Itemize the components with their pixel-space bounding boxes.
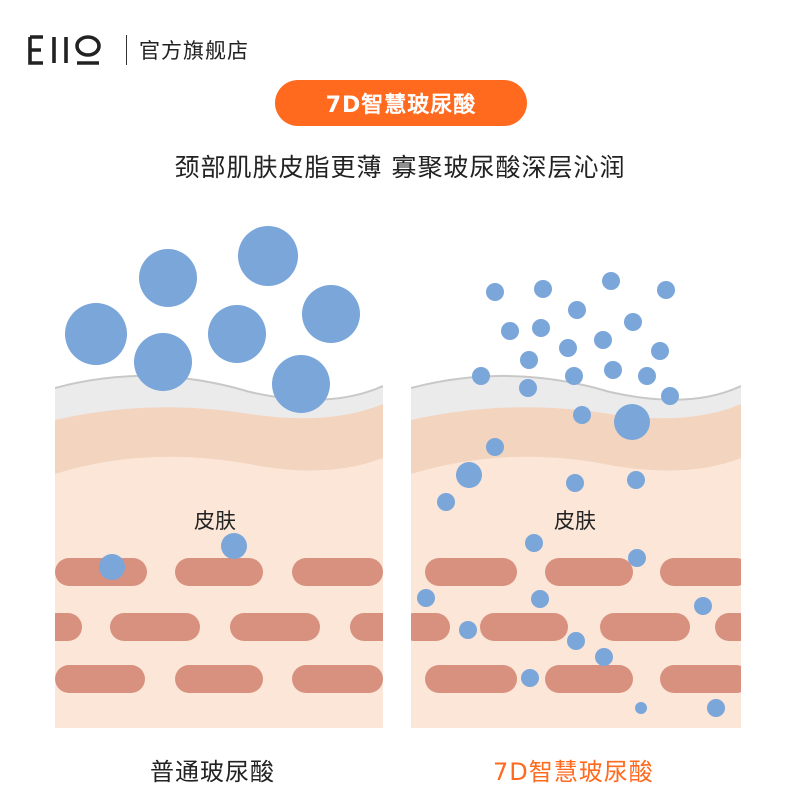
skin-label-left: 皮肤 (194, 509, 236, 533)
large-molecules (65, 226, 360, 580)
skin-body-left (55, 452, 383, 728)
caption-smart: 7D智慧玻尿酸 (493, 758, 654, 786)
cell-rows-right (411, 558, 741, 693)
panel-smart (411, 374, 741, 728)
brand-logo (28, 35, 101, 65)
skin-label-right: 皮肤 (554, 509, 596, 533)
cell-rows-left (55, 558, 383, 693)
brand-divider (126, 35, 127, 65)
highlight-pill: 7D智慧玻尿酸 (275, 80, 527, 126)
brand-header: 官方旗舰店 (26, 30, 249, 70)
skin-top-layer-left (55, 400, 383, 474)
small-molecules (417, 272, 725, 717)
panel-regular (55, 374, 383, 728)
caption-regular: 普通玻尿酸 (150, 758, 275, 786)
skin-surface-right (411, 375, 741, 420)
skin-body-right (411, 452, 741, 728)
headline: 颈部肌肤皮脂更薄 寡聚玻尿酸深层沁润 (174, 153, 626, 182)
store-name: 官方旗舰店 (139, 39, 249, 63)
